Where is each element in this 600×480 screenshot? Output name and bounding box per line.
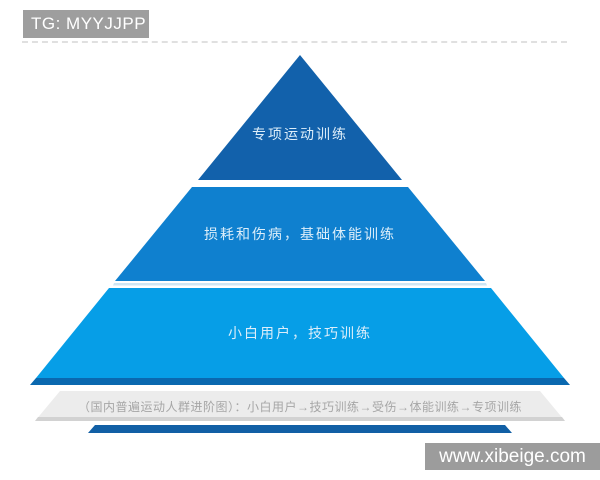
pyramid-level-1-label: 专项运动训练	[252, 126, 348, 142]
base-platform-edge	[35, 417, 565, 421]
site-watermark: www.xibeige.com	[425, 443, 600, 470]
base-platform-shape	[35, 391, 565, 421]
base-caption-label: （国内普遍运动人群进阶图）：小白用户→技巧训练→受伤→体能训练→专项训练	[78, 399, 522, 414]
pyramid-level-3-shape	[36, 288, 564, 378]
faint-text-artifact	[22, 41, 567, 43]
pyramid-level-3-bottom-edge	[30, 378, 570, 385]
pyramid-level-2-shape	[115, 187, 485, 281]
base-bar-shape	[88, 425, 512, 433]
pyramid-level-3-label: 小白用户，技巧训练	[228, 325, 372, 341]
pyramid-level-1-shape	[198, 55, 402, 180]
pyramid-level-2-label: 损耗和伤病，基础体能训练	[204, 226, 396, 242]
telegram-watermark-banner: TG: MYYJJPP	[23, 10, 149, 38]
separator-tint-line	[113, 283, 487, 286]
